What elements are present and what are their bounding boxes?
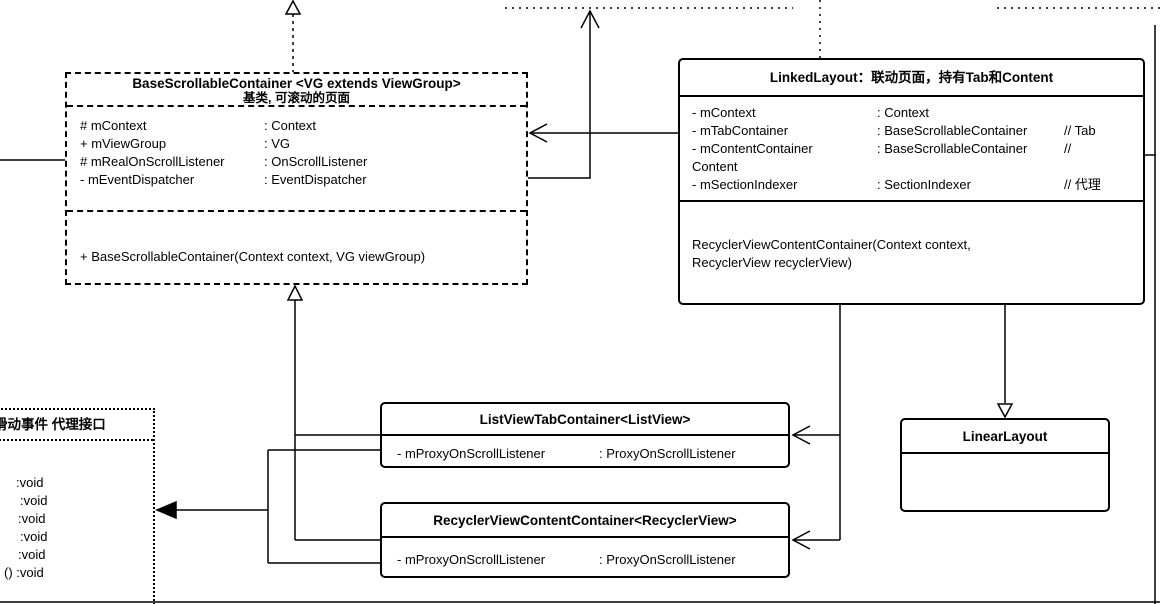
class-name: RecyclerViewContentContainer<RecyclerVie… (433, 512, 737, 528)
methods-section: + BaseScrollableContainer(Context contex… (67, 210, 526, 266)
class-title: RecyclerViewContentContainer<RecyclerVie… (382, 504, 788, 536)
field-row: # mContext : Context (80, 118, 317, 133)
class-box-base-scrollable-container[interactable]: BaseScrollableContainer <VG extends View… (65, 72, 528, 285)
field-row: - mContentContainer : BaseScrollableCont… (692, 141, 1072, 156)
class-title: LinkedLayout：联动页面，持有Tab和Content (680, 60, 1143, 95)
method-row: RecyclerViewContentContainer(Context con… (692, 237, 971, 252)
field-row: # mRealOnScrollListener : OnScrollListen… (80, 154, 368, 169)
method-row: :void (16, 475, 44, 490)
field-row: + mViewGroup : VG (80, 136, 291, 151)
method-row: :void (20, 529, 48, 544)
interface-title: 滑动事件 代理接口 (0, 410, 153, 441)
inheritance-linkedlayout-to-linearlayout (996, 305, 1014, 419)
association-containers-to-interface (155, 449, 380, 564)
fields-section: - mContext : Context - mTabContainer : B… (680, 95, 1143, 200)
class-name: BaseScrollableContainer <VG extends View… (132, 76, 461, 91)
field-row: - mEventDispatcher : EventDispatcher (80, 172, 367, 187)
class-box-linked-layout[interactable]: LinkedLayout：联动页面，持有Tab和Content - mConte… (678, 58, 1145, 305)
inheritance-containers-to-base (286, 284, 380, 541)
class-box-linear-layout[interactable]: LinearLayout (900, 418, 1110, 512)
class-title: ListViewTabContainer<ListView> (382, 404, 788, 434)
field-row: - mContext : Context (692, 105, 930, 120)
class-subtitle: 基类, 可滚动的页面 (243, 91, 350, 105)
class-name: LinkedLayout：联动页面，持有Tab和Content (769, 70, 1054, 85)
class-title: LinearLayout (902, 420, 1108, 452)
method-row: + BaseScrollableContainer(Context contex… (80, 249, 426, 264)
field-row: - mProxyOnScrollListener : ProxyOnScroll… (397, 446, 736, 461)
fields-section: - mProxyOnScrollListener : ProxyOnScroll… (382, 536, 788, 569)
class-name: ListViewTabContainer<ListView> (479, 411, 691, 427)
class-box-recycler-view-content-container[interactable]: RecyclerViewContentContainer<RecyclerVie… (380, 502, 790, 578)
methods-section: :void :void :void :void :void () :void (0, 474, 153, 582)
arrow-linkedlayout-to-base (528, 123, 678, 143)
field-row: - mTabContainer : BaseScrollableContaine… (692, 123, 1096, 138)
fields-section: # mContext : Context + mViewGroup : VG #… (67, 107, 526, 210)
arrows-linkedlayout-to-containers (791, 305, 841, 550)
method-row: :void (18, 547, 46, 562)
methods-section: RecyclerViewContentContainer(Context con… (680, 200, 1143, 303)
method-row: :void (18, 511, 46, 526)
field-row-wrap: Content (692, 159, 738, 174)
realization-arrow-base-to-top (284, 0, 302, 72)
offscreen-dotted-box-edge (505, 0, 1160, 58)
method-row: RecyclerView recyclerView) (692, 255, 852, 270)
empty-section (902, 452, 1108, 512)
method-row: () :void (4, 565, 44, 580)
arrow-base-to-top-box (528, 9, 600, 179)
fields-section: - mProxyOnScrollListener : ProxyOnScroll… (382, 434, 788, 463)
class-box-list-view-tab-container[interactable]: ListViewTabContainer<ListView> - mProxyO… (380, 402, 790, 468)
class-name: LinearLayout (962, 428, 1048, 444)
method-row: :void (20, 493, 48, 508)
interface-box-scroll-proxy[interactable]: 滑动事件 代理接口 :void :void :void :void :void … (0, 408, 155, 604)
field-row: - mSectionIndexer : SectionIndexer // 代理 (692, 177, 1101, 192)
class-title: BaseScrollableContainer <VG extends View… (67, 74, 526, 107)
field-row: - mProxyOnScrollListener : ProxyOnScroll… (397, 552, 736, 567)
